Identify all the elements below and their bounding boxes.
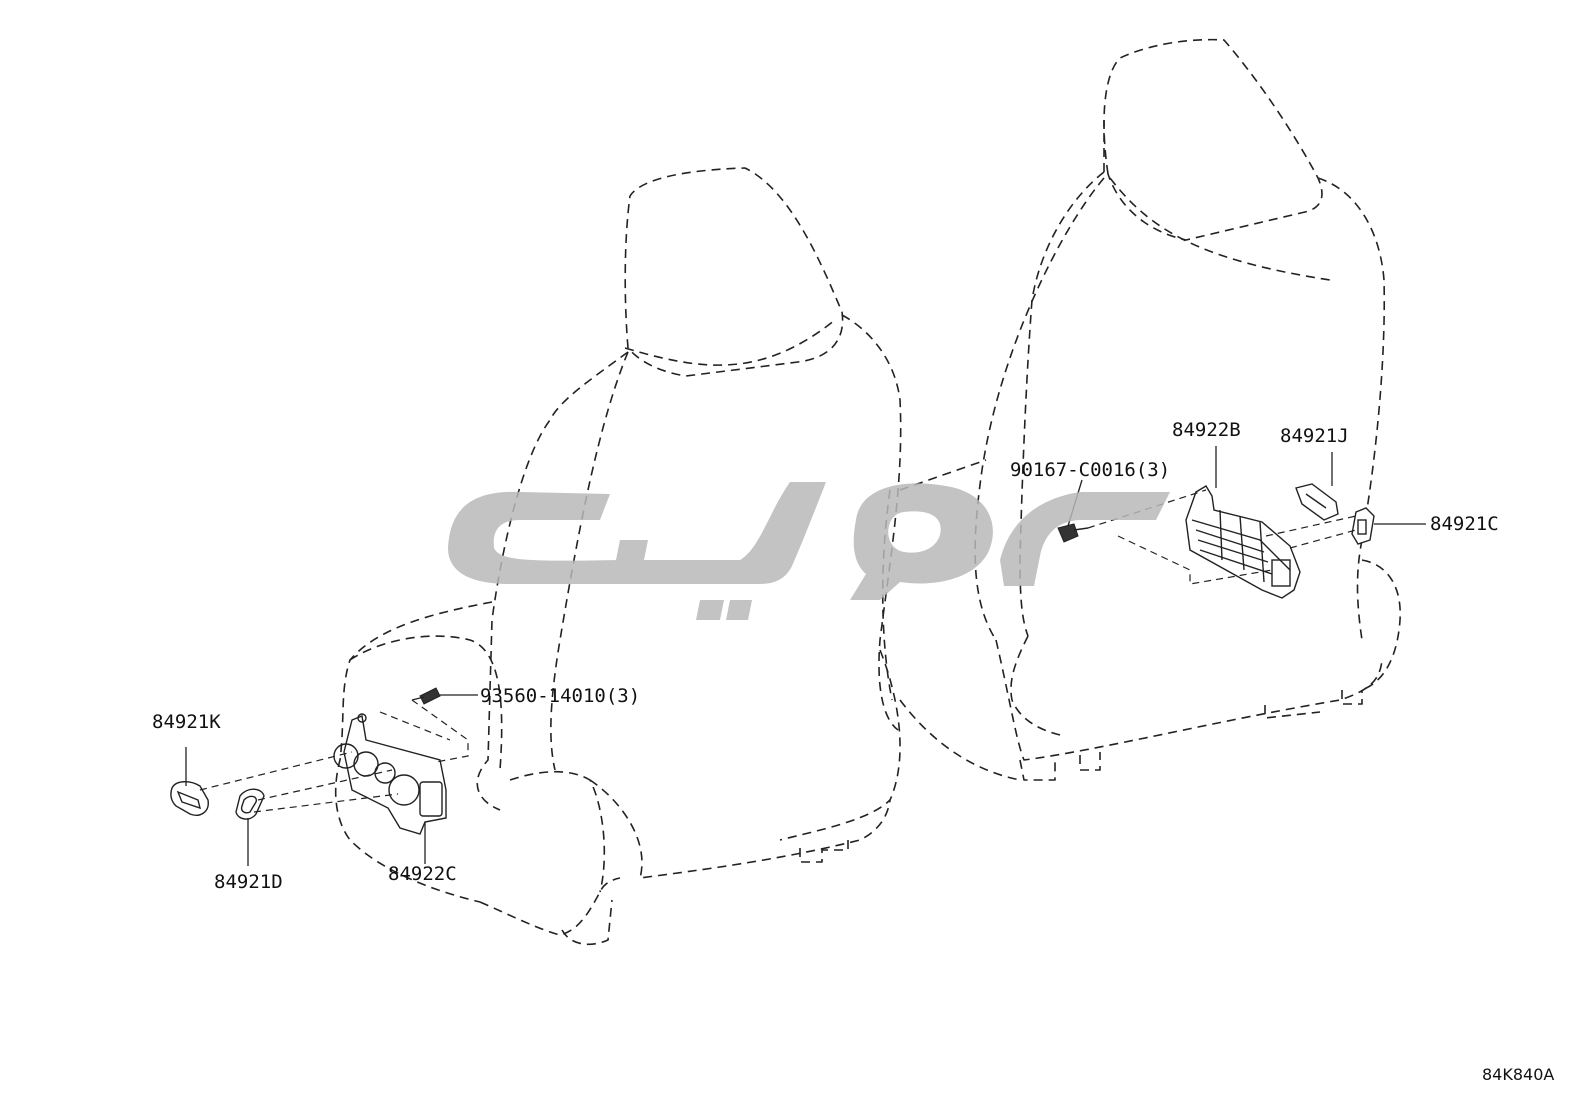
watermark-logo: [448, 482, 1170, 620]
knob-84921k-icon: [170, 781, 209, 816]
knob-84921d-icon: [235, 788, 265, 820]
left-leader-lines: [185, 694, 478, 866]
diagram-code: 84K840A: [1482, 1065, 1554, 1084]
bolt-93560-icon: [411, 687, 441, 705]
bolt-90167-icon: [1057, 523, 1089, 543]
callout-84921j: 84921J: [1280, 425, 1349, 447]
callout-84921k: 84921K: [152, 711, 221, 733]
seat-switch-module-84922c: [333, 713, 447, 835]
callout-84921d: 84921D: [214, 871, 283, 893]
callout-93560-14010: 93560-14010(3): [480, 685, 640, 707]
callout-84921c: 84921C: [1430, 513, 1499, 535]
callout-84922c: 84922C: [388, 863, 457, 885]
callout-84922b: 84922B: [1172, 419, 1241, 441]
knob-84921c-icon: [1351, 507, 1375, 545]
callout-90167-c0016: 90167-C0016(3): [1010, 459, 1170, 481]
callout-labels: 84921K 84921D 84922C 93560-14010(3) 9016…: [152, 419, 1499, 893]
right-seat-outline: [881, 38, 1401, 781]
seat-switch-module-84922b: [1185, 485, 1301, 599]
cover-84921j-icon: [1295, 483, 1339, 521]
